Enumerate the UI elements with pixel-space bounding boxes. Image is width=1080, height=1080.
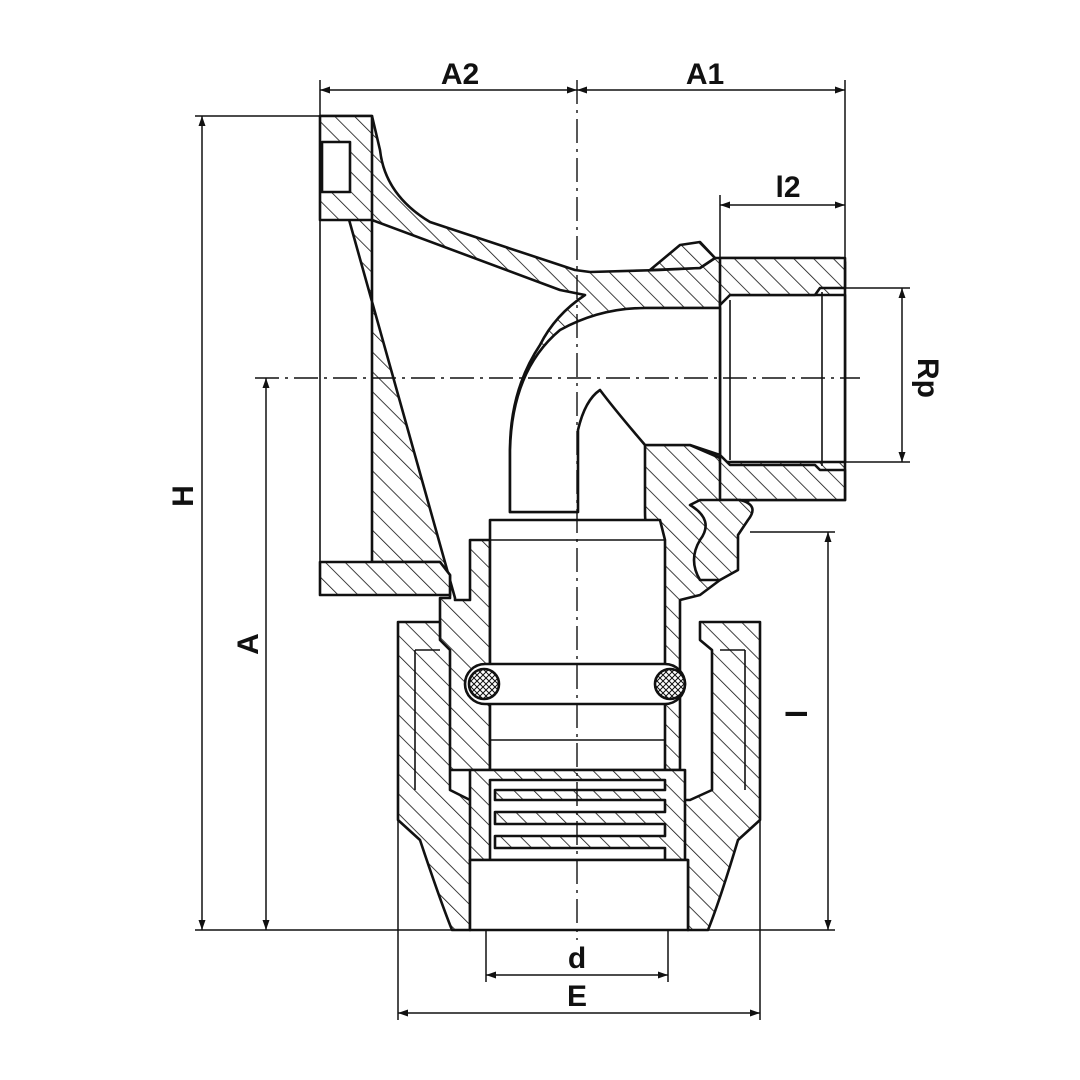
- grip-ring-inner: [488, 778, 667, 862]
- drain-boss: [688, 498, 754, 582]
- nut-left: [396, 620, 492, 932]
- label-d: d: [568, 942, 586, 975]
- label-h: H: [167, 485, 200, 507]
- nut-mouth: [468, 858, 690, 932]
- body-fin: [648, 240, 717, 272]
- flow-passage: [508, 306, 722, 514]
- label-a1: A1: [686, 58, 724, 91]
- fitting-body: [318, 114, 847, 772]
- dimension-labels: A2 A1 l2 Rp H A l d E: [167, 58, 944, 1013]
- label-l2: l2: [775, 171, 800, 204]
- label-l: l: [781, 710, 814, 718]
- wall-plate-base: [318, 560, 452, 597]
- label-a: A: [232, 633, 265, 655]
- oring-left: [467, 667, 501, 701]
- nut-right: [663, 620, 762, 932]
- label-rp: Rp: [911, 358, 944, 398]
- label-e: E: [567, 980, 587, 1013]
- label-a2: A2: [441, 58, 479, 91]
- dimension-lines: [195, 80, 910, 1020]
- flange-screw-slot: [320, 140, 352, 194]
- oring-right: [653, 667, 687, 701]
- outlet-thread-wall: [718, 256, 847, 307]
